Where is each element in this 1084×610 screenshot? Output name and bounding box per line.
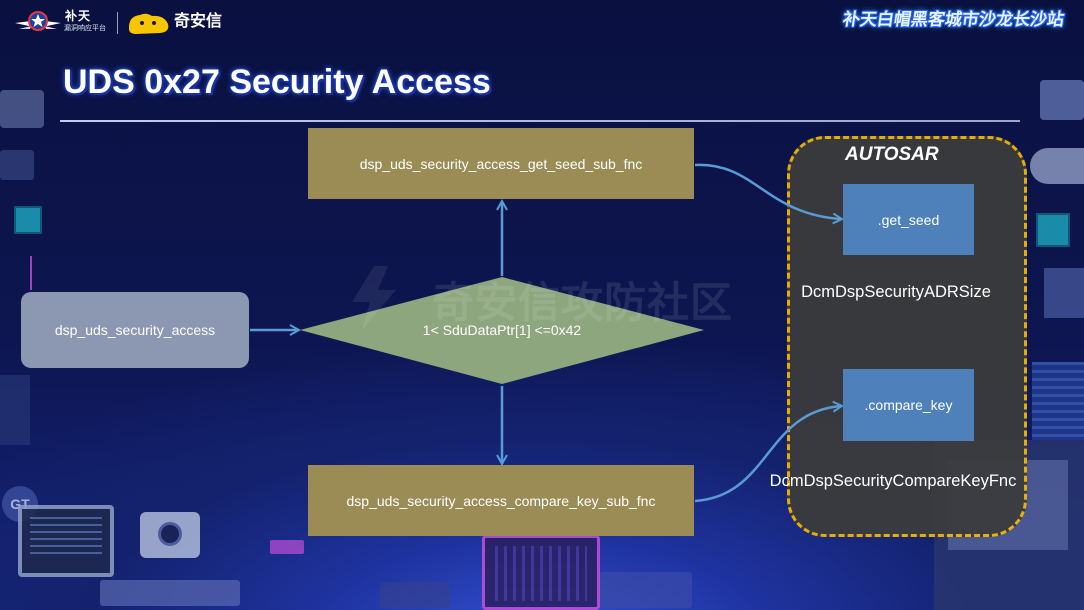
logo-butian-subtitle: 漏洞响应平台 [64, 25, 106, 32]
decor-panel-left-mid [0, 375, 30, 445]
decor-device-bottom-center-left [380, 582, 450, 608]
decor-chip-right [1036, 213, 1070, 247]
mascot-body [128, 13, 169, 34]
decor-camera-left [140, 512, 200, 558]
decor-server-top-right [1040, 80, 1084, 120]
decor-screen-right-mid [1032, 362, 1084, 440]
autosar-get-seed-box: .get_seed [843, 184, 974, 255]
decor-keyboard-left [100, 580, 240, 606]
logo-butian-name: 补天 [65, 9, 92, 23]
get-seed-fnc-box: dsp_uds_security_access_get_seed_sub_fnc [308, 128, 694, 199]
arrow-get-seed-fnc-to-autosar-get-seed [694, 163, 841, 219]
decor-monitor-left-lines [30, 517, 102, 557]
emblem-right-wing-lower [45, 26, 57, 29]
emblem-star [31, 14, 45, 27]
condition-label: 1< SduDataPtr[1] <=0x42 [422, 322, 582, 338]
entry-function-box: dsp_uds_security_access [21, 292, 249, 368]
autosar-compare-key-label: .compare_key [864, 397, 953, 413]
autosar-compare-key-fnc-label: DcmDspSecurityCompareKeyFnc [769, 472, 1017, 490]
mascot-eye-right [152, 21, 156, 25]
compare-key-fnc-label: dsp_uds_security_access_compare_key_sub_… [346, 492, 656, 509]
decor-chip-left [14, 206, 42, 234]
decor-wire-left [30, 256, 32, 290]
slide-title: UDS 0x27 Security Access [63, 63, 491, 101]
emblem-left-wing-lower [19, 26, 31, 29]
autosar-get-seed-label: .get_seed [877, 211, 940, 228]
butian-emblem-icon [15, 11, 61, 31]
decor-cable-right [1030, 148, 1084, 184]
decor-panel-right [1044, 268, 1084, 318]
compare-key-fnc-box: dsp_uds_security_access_compare_key_sub_… [308, 465, 694, 536]
header-separator [117, 12, 118, 34]
decor-laptop-screen [495, 546, 587, 601]
autosar-adr-size-label: DcmDspSecurityADRSize [801, 283, 991, 301]
arrow-compare-key-fnc-to-autosar-compare-key [694, 406, 841, 503]
autosar-compare-key-box: .compare_key [843, 369, 974, 441]
logo-qianxin-name: 奇安信 [174, 13, 223, 30]
condition-diamond [300, 277, 704, 384]
get-seed-fnc-label: dsp_uds_security_access_get_seed_sub_fnc [359, 155, 643, 172]
decor-laptop-center [482, 535, 600, 610]
decor-camera-lens [158, 522, 182, 546]
qianxin-mascot-icon [128, 13, 169, 34]
decor-device-bottom-right [600, 572, 692, 608]
decor-server-left-2 [0, 150, 34, 180]
autosar-title: AUTOSAR [845, 144, 939, 165]
title-divider [60, 120, 1020, 122]
emblem-right-wing [45, 21, 61, 26]
entry-function-label: dsp_uds_security_access [54, 322, 216, 338]
decor-server-top-left [0, 90, 44, 128]
decor-device-bottom-left [270, 540, 304, 554]
mascot-eye-left [140, 21, 144, 25]
emblem-left-wing [15, 21, 31, 26]
decor-monitor-left [18, 505, 114, 577]
